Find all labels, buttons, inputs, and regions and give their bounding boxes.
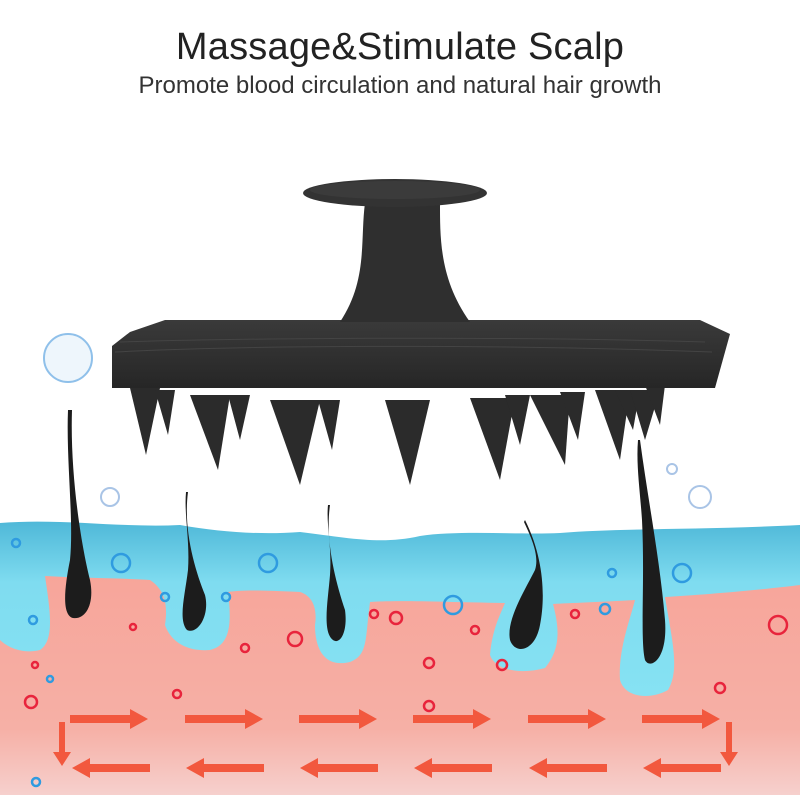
page-subtitle: Promote blood circulation and natural ha… — [138, 72, 662, 99]
dermis-layer — [0, 575, 800, 795]
arrow-down-right — [720, 722, 738, 766]
page-title: Massage&Stimulate Scalp — [175, 26, 625, 68]
skin-layer — [0, 521, 800, 696]
brush-bristles — [130, 385, 665, 485]
water-droplets — [43, 333, 712, 509]
hair-5 — [637, 440, 666, 664]
hair-3 — [326, 505, 346, 642]
arrows-bottom-row — [72, 758, 721, 778]
brush-handle-stem — [340, 203, 470, 322]
hair-2 — [182, 492, 207, 631]
blue-oxygen-bubbles — [10, 537, 693, 788]
brush-base — [112, 320, 730, 388]
hair-strands — [65, 410, 666, 664]
hair-1 — [65, 410, 92, 619]
red-blood-cells — [23, 608, 789, 713]
scalp-massager-brush — [112, 179, 730, 485]
arrow-down-left — [53, 722, 71, 766]
circulation-arrows — [53, 709, 738, 778]
hair-4 — [509, 520, 543, 649]
arrows-top-row — [70, 709, 720, 729]
